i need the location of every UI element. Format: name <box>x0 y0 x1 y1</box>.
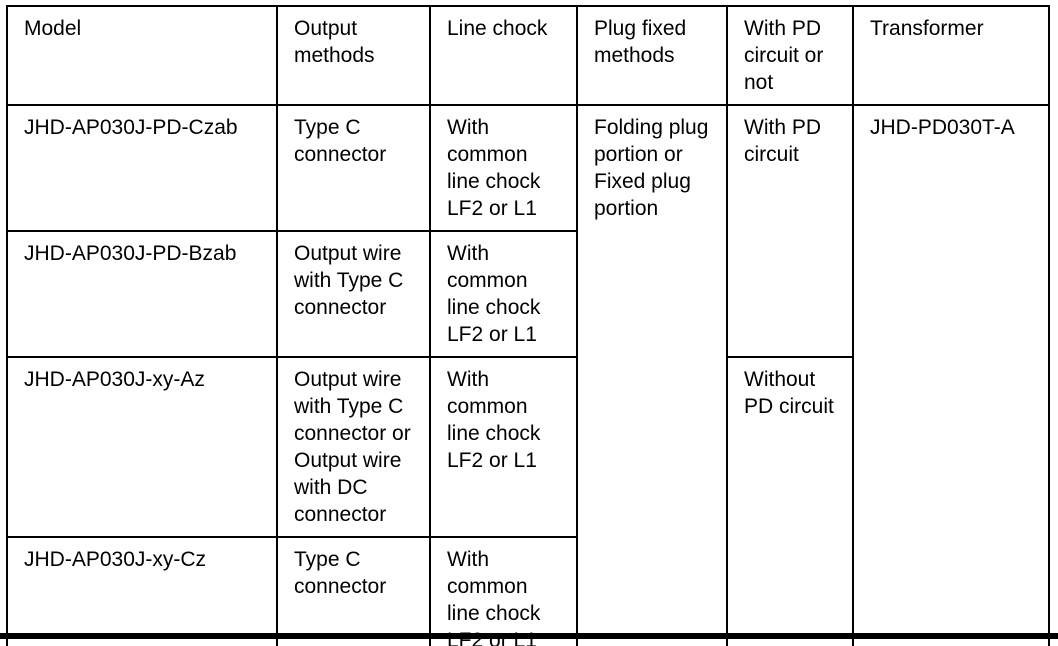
cell-without-pd-circuit: Without PD circuit <box>726 356 854 646</box>
table-header-row: Model Output methods Line chock Plug fix… <box>6 5 1050 106</box>
cell-output-method: Type C connector <box>276 104 431 232</box>
table-row: JHD-AP030J-PD-Bzab Output wire with Type… <box>6 230 1049 358</box>
cell-output-method: Type C connector <box>276 536 431 646</box>
cell-line-chock: With common line chock LF2 or L1 <box>429 356 578 538</box>
cell-model: JHD-AP030J-PD-Bzab <box>6 230 278 358</box>
table-row: JHD-AP030J-xy-Az Output wire with Type C… <box>6 356 1049 646</box>
page-bottom-rule <box>0 633 1058 639</box>
cell-model: JHD-AP030J-xy-Az <box>6 356 278 538</box>
cell-line-chock: With common line chock LF2 or L1 <box>429 230 578 358</box>
header-pd-circuit: With PD circuit or not <box>726 5 854 106</box>
cell-with-pd-circuit: With PD circuit <box>726 104 854 358</box>
cell-line-chock: With common line chock LF2 or L1 <box>429 536 578 646</box>
cell-output-method: Output wire with Type C connector or Out… <box>276 356 431 538</box>
header-model: Model <box>6 5 278 106</box>
header-line-chock: Line chock <box>429 5 578 106</box>
cell-plug-fixed-method: Folding plug portion or Fixed plug porti… <box>576 104 728 646</box>
cell-model: JHD-AP030J-PD-Czab <box>6 104 278 232</box>
cell-transformer-model: JHD-PD030T-A <box>852 104 1050 646</box>
header-transformer: Transformer <box>852 5 1050 106</box>
header-plug-fixed-methods: Plug fixed methods <box>576 5 728 106</box>
cell-model: JHD-AP030J-xy-Cz <box>6 536 278 646</box>
cell-line-chock: With common line chock LF2 or L1 <box>429 104 578 232</box>
header-output-methods: Output methods <box>276 5 431 106</box>
model-spec-table: Model Output methods Line chock Plug fix… <box>6 5 1050 646</box>
cell-output-method: Output wire with Type C connector <box>276 230 431 358</box>
table-row: JHD-AP030J-PD-Czab Type C connector With… <box>6 104 1050 646</box>
